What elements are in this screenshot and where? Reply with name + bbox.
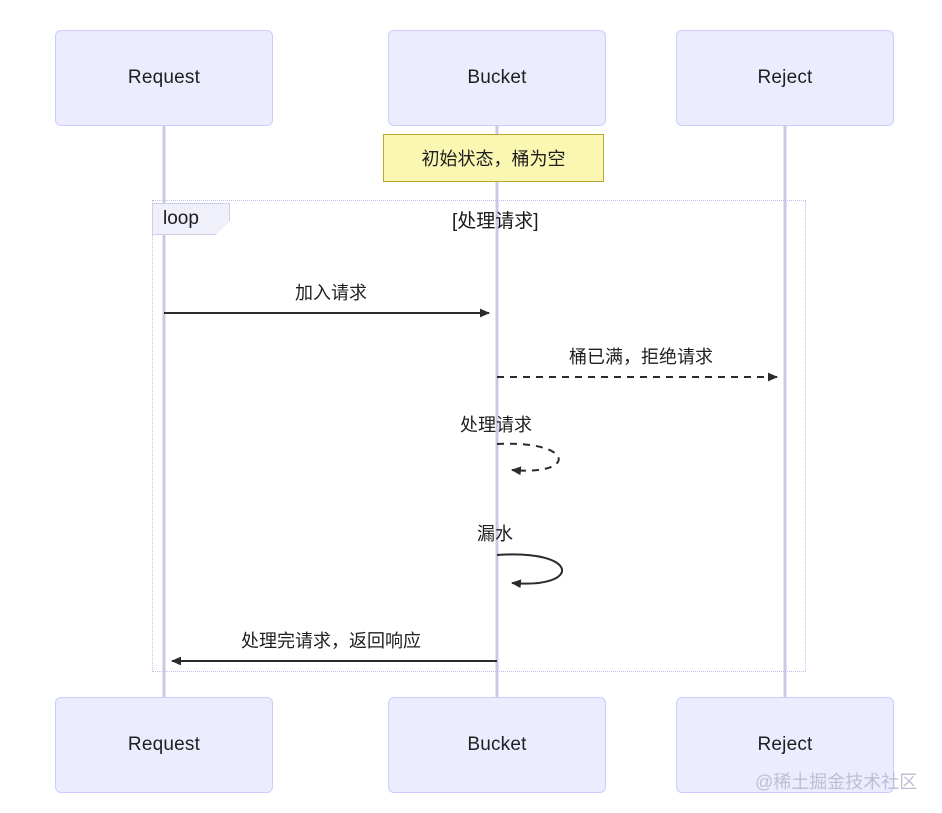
note-initial-state: 初始状态，桶为空 <box>383 134 604 182</box>
note-initial-state-text: 初始状态，桶为空 <box>421 149 566 169</box>
msg-process-label: 处理请求 <box>460 415 532 435</box>
msg-leak-label: 漏水 <box>477 524 513 544</box>
msg-leak-selfloop <box>496 553 563 589</box>
watermark: @稀土掘金技术社区 <box>755 772 918 792</box>
participant-reject-top[interactable]: Reject <box>676 30 894 126</box>
loop-tag-label: loop <box>163 208 199 229</box>
participant-bucket-bottom[interactable]: Bucket <box>388 697 606 793</box>
participant-reject-bottom-label: Reject <box>757 734 813 755</box>
msg-bucket-full-label: 桶已满，拒绝请求 <box>569 347 713 367</box>
msg-add-request-label: 加入请求 <box>295 283 367 303</box>
participant-request-top[interactable]: Request <box>55 30 273 126</box>
participant-bucket-bottom-label: Bucket <box>467 734 527 755</box>
loop-tag: loop <box>152 203 230 235</box>
participant-reject-bottom[interactable]: Reject <box>676 697 894 793</box>
participant-request-bottom[interactable]: Request <box>55 697 273 793</box>
loop-fragment-frame <box>152 200 806 672</box>
msg-response-label: 处理完请求，返回响应 <box>241 631 421 651</box>
participant-bucket-top[interactable]: Bucket <box>388 30 606 126</box>
msg-process-selfloop <box>496 442 560 476</box>
participant-request-top-label: Request <box>127 67 201 88</box>
loop-condition-label: [处理请求] <box>452 211 539 232</box>
participant-reject-top-label: Reject <box>757 67 813 88</box>
participant-request-bottom-label: Request <box>127 734 201 755</box>
participant-bucket-top-label: Bucket <box>467 67 527 88</box>
